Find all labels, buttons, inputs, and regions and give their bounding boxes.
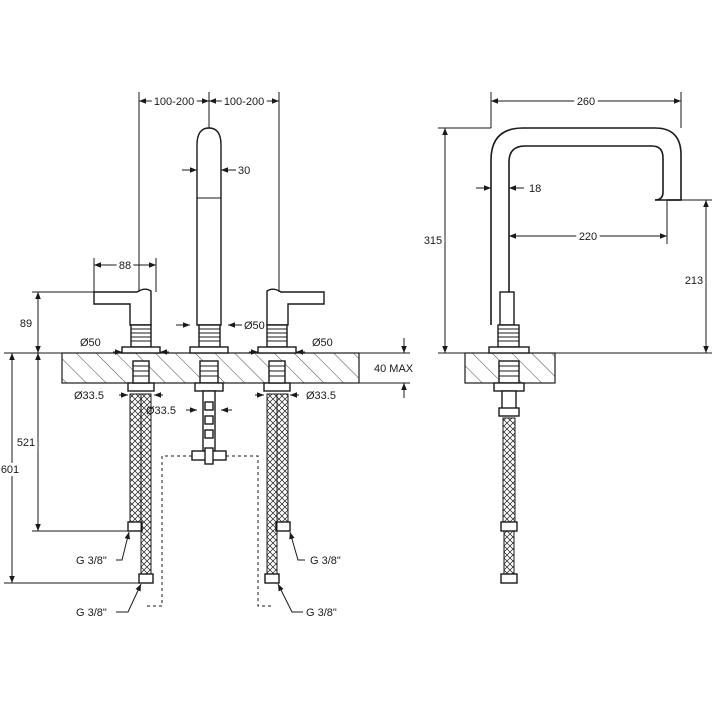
dim-depth-601: 601 (1, 464, 19, 476)
side-spout-outer (490, 127, 682, 325)
dim-flange-right: Ø50 (312, 337, 333, 349)
left-valve (93, 288, 161, 584)
side-view: 260 18 220 315 213 (421, 92, 712, 584)
dim-shank-center: Ø33.5 (146, 405, 176, 417)
dim-flange-center: Ø50 (244, 320, 265, 332)
dim-shank-right: Ø33.5 (306, 390, 336, 402)
dim-spout-reach-total: 260 (577, 96, 595, 108)
dim-handle-height: 89 (20, 318, 32, 330)
side-spout-inner (508, 145, 664, 292)
dim-handle-width: 88 (119, 260, 131, 272)
dim-flange-left: Ø50 (80, 337, 101, 349)
dim-deck-thickness: 40 MAX (374, 363, 414, 375)
dim-spout-reach: 220 (579, 231, 597, 243)
conn-right-lower: G 3/8" (306, 607, 337, 619)
dim-spout-tube: 18 (529, 183, 541, 195)
front-dimension-lines (4, 92, 410, 613)
dim-depth-521: 521 (17, 437, 35, 449)
front-view: 100-200 100-200 30 88 89 Ø50 Ø50 Ø50 40 … (0, 92, 414, 619)
dim-spout-width: 30 (238, 165, 250, 177)
side-dimension-labels: 260 18 220 315 213 (421, 93, 706, 290)
conn-right-upper: G 3/8" (310, 555, 341, 567)
conn-left-lower: G 3/8" (76, 607, 107, 619)
dim-spacing-left: 100-200 (154, 96, 194, 108)
right-valve (257, 288, 325, 584)
conn-left-upper: G 3/8" (76, 555, 107, 567)
center-spout (146, 127, 272, 607)
dim-spout-height: 315 (424, 235, 442, 247)
side-dimension-lines (438, 92, 712, 354)
front-dimension-labels: 100-200 100-200 30 88 89 Ø50 Ø50 Ø50 40 … (0, 93, 414, 619)
dim-spout-clearance: 213 (685, 275, 703, 287)
dim-shank-left: Ø33.5 (74, 390, 104, 402)
dim-spacing-right: 100-200 (224, 96, 264, 108)
